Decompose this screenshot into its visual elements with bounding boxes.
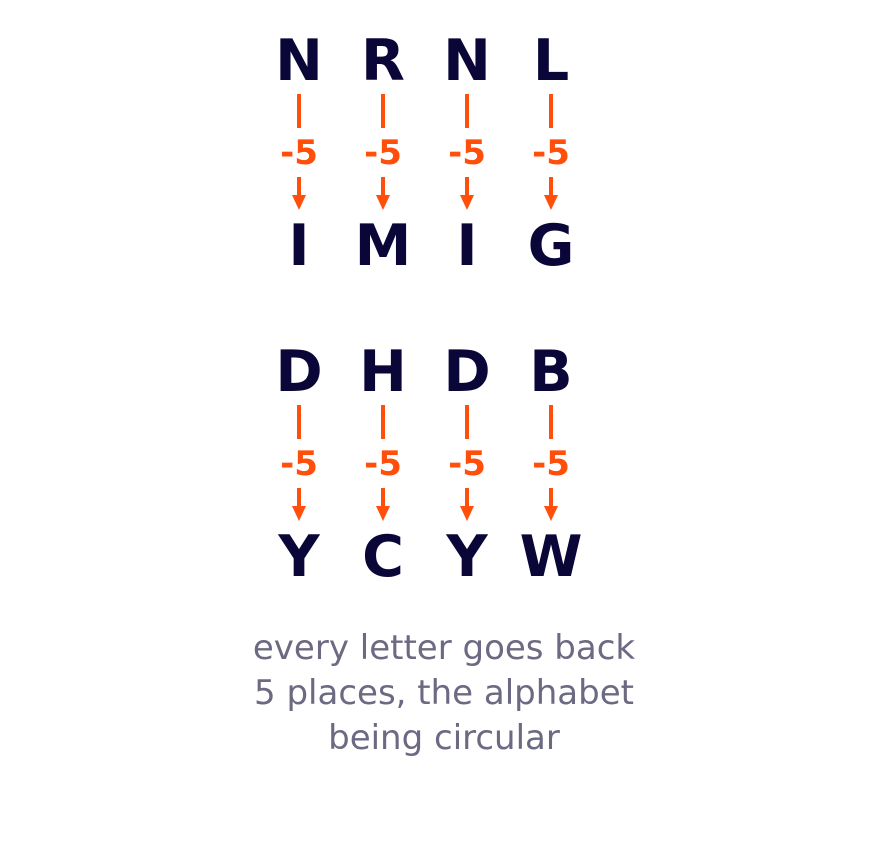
shift-label: -5 bbox=[280, 133, 318, 173]
arrow-head-icon bbox=[460, 506, 474, 521]
plain-letter: N bbox=[443, 28, 491, 94]
arrow-head-icon bbox=[544, 506, 558, 521]
arrow-head-icon bbox=[292, 506, 306, 521]
cipher-letter: W bbox=[520, 524, 583, 590]
arrow-head-icon bbox=[544, 195, 558, 210]
shift-label: -5 bbox=[280, 444, 318, 484]
arrow-head-icon bbox=[376, 195, 390, 210]
plain-letter: D bbox=[443, 339, 490, 405]
plain-letter: R bbox=[361, 28, 405, 94]
shift-label: -5 bbox=[532, 133, 570, 173]
cipher-letter: G bbox=[528, 213, 575, 279]
cipher-letter: Y bbox=[277, 524, 320, 590]
plain-letter: B bbox=[529, 339, 572, 405]
cipher-letter: Y bbox=[445, 524, 488, 590]
arrow-head-icon bbox=[460, 195, 474, 210]
arrow-head-icon bbox=[376, 506, 390, 521]
cipher-letter: C bbox=[362, 524, 404, 590]
shift-label: -5 bbox=[364, 133, 402, 173]
shift-label: -5 bbox=[532, 444, 570, 484]
caption: every letter goes back 5 places, the alp… bbox=[252, 628, 636, 758]
arrow-head-icon bbox=[292, 195, 306, 210]
cipher-letter: I bbox=[288, 213, 309, 279]
plain-letter: D bbox=[275, 339, 322, 405]
cipher-letter: I bbox=[456, 213, 477, 279]
cipher-letter: M bbox=[355, 213, 412, 279]
shift-label: -5 bbox=[448, 133, 486, 173]
plain-letter: L bbox=[533, 28, 569, 94]
shift-label: -5 bbox=[448, 444, 486, 484]
plain-letter: N bbox=[275, 28, 323, 94]
shift-label: -5 bbox=[364, 444, 402, 484]
plain-letter: H bbox=[359, 339, 407, 405]
